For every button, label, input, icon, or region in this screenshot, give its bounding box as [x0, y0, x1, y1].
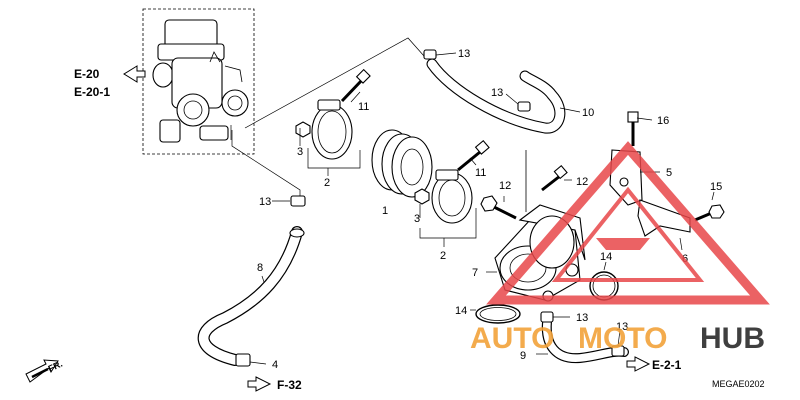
bolt	[541, 164, 568, 192]
callout-8: 8	[257, 262, 263, 274]
carburetor-assembly	[142, 8, 255, 155]
callout-9: 9	[520, 350, 526, 362]
callout-3: 3	[297, 146, 303, 158]
callout-12: 12	[576, 176, 588, 188]
leader-lines	[249, 52, 715, 365]
svg-text:AUTO: AUTO	[470, 322, 554, 355]
callout-13: 13	[576, 312, 588, 324]
callout-11: 11	[358, 101, 369, 113]
hose-clip	[540, 311, 625, 357]
front-arrow-icon	[25, 359, 59, 383]
nut	[295, 121, 311, 138]
svg-text:MOTO: MOTO	[578, 322, 667, 355]
arrow-left-icon	[123, 65, 146, 83]
bolt	[694, 204, 725, 222]
hose	[426, 58, 566, 134]
callout-10: 10	[582, 107, 594, 119]
hose-clamp-band	[431, 169, 473, 224]
hose-clip	[423, 49, 531, 112]
ref-e20-1: E-20-1	[74, 85, 110, 99]
bolt	[480, 195, 517, 220]
bolt	[457, 139, 490, 172]
nut	[414, 188, 430, 205]
watermark-logo	[486, 141, 770, 305]
callout-11: 11	[475, 167, 486, 179]
callout-2: 2	[324, 177, 330, 189]
arrow-right-icon	[626, 356, 651, 372]
callout-3: 3	[414, 213, 420, 225]
callout-13: 13	[491, 87, 503, 99]
hose-clamp-band	[311, 99, 353, 160]
callout-12: 12	[499, 180, 511, 192]
bolt	[627, 111, 639, 146]
bolt	[340, 68, 371, 103]
callout-14: 14	[600, 251, 612, 263]
drawing-code: MEGAE0202	[712, 379, 765, 389]
ref-e20: E-20	[74, 67, 100, 81]
callout-7: 7	[472, 267, 478, 279]
intake-rubber-joint	[371, 129, 433, 198]
callout-13: 13	[458, 48, 470, 60]
svg-text:HUB: HUB	[700, 322, 765, 355]
ref-e2-1: E-2-1	[652, 358, 682, 372]
o-ring	[475, 304, 521, 324]
callout-13: 13	[259, 196, 271, 208]
hose	[197, 226, 305, 366]
callout-2: 2	[440, 250, 446, 262]
arrow-right-icon	[247, 376, 272, 392]
ref-f32: F-32	[277, 378, 302, 392]
callout-16: 16	[657, 115, 669, 127]
callout-15: 15	[710, 181, 722, 193]
callout-5: 5	[666, 167, 672, 179]
callout-13: 13	[616, 321, 628, 333]
watermark-wordmark: AUTO MOTO HUB	[470, 322, 765, 355]
hose-clip	[235, 195, 306, 367]
callout-1: 1	[382, 205, 388, 217]
callout-4: 4	[272, 359, 278, 371]
callout-14: 14	[455, 305, 467, 317]
